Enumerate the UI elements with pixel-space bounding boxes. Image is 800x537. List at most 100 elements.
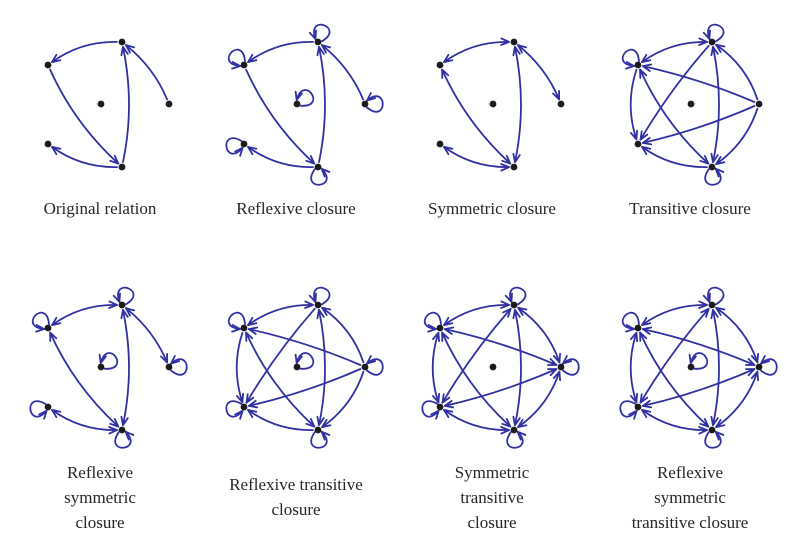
arrowhead	[702, 29, 711, 40]
arrowhead	[443, 316, 454, 326]
arrowhead	[304, 300, 314, 309]
arrowhead	[547, 368, 558, 377]
node-dot-r	[755, 363, 763, 371]
arrowhead	[552, 352, 561, 364]
arrowhead	[501, 155, 512, 165]
arrowhead	[120, 309, 129, 320]
arrowhead	[500, 300, 510, 309]
arrowhead	[700, 307, 710, 318]
edge	[122, 46, 130, 163]
arrowhead	[512, 152, 521, 163]
edge	[49, 331, 120, 428]
edge	[639, 44, 710, 141]
edge	[247, 409, 314, 432]
arrowhead	[294, 353, 303, 364]
arrowhead	[562, 355, 572, 365]
edge	[443, 303, 510, 326]
node-dot-r	[557, 100, 565, 108]
edge	[641, 40, 708, 63]
arrowhead	[247, 316, 258, 326]
edge	[443, 146, 510, 169]
edge	[235, 331, 244, 404]
arrowhead	[501, 418, 512, 428]
arrowhead	[294, 90, 303, 101]
arrowhead	[641, 316, 652, 326]
edge	[51, 146, 118, 169]
self-loop	[31, 311, 50, 330]
arrowhead	[234, 409, 244, 420]
self-loop	[225, 137, 244, 155]
reflexive-closure-diagram	[225, 23, 384, 186]
arrowhead	[112, 292, 121, 303]
edge	[49, 68, 120, 165]
node-dot-ul	[436, 324, 444, 332]
arrowhead	[642, 400, 653, 409]
arrowhead	[642, 326, 653, 335]
self-loop	[621, 48, 640, 67]
arrowhead	[639, 68, 648, 79]
self-loop	[99, 352, 119, 370]
node-dot-ll	[44, 140, 52, 148]
edge	[443, 409, 510, 432]
arrowhead	[699, 155, 710, 165]
graph-cell-reflexive-symmetric-transitive-closure: Reflexive symmetric transitive closure	[592, 255, 788, 537]
arrowhead	[639, 393, 649, 404]
self-loop	[562, 358, 580, 376]
arrowhead	[124, 430, 135, 441]
edge	[441, 307, 512, 404]
edge	[629, 331, 638, 404]
self-loop	[117, 286, 135, 306]
edge	[712, 46, 720, 163]
edge	[514, 46, 522, 163]
arrowhead	[49, 331, 58, 342]
edge	[247, 40, 314, 63]
arrowhead	[512, 46, 521, 57]
node-dot-t	[314, 38, 322, 46]
edge	[641, 409, 708, 432]
graph-label: Transitive closure	[629, 198, 751, 218]
node-dot-r	[361, 100, 369, 108]
self-loop	[313, 286, 331, 306]
arrowhead	[642, 63, 653, 72]
arrowhead	[443, 409, 454, 419]
self-loop	[170, 358, 188, 376]
arrowhead	[234, 146, 244, 157]
arrowhead	[320, 430, 331, 441]
edge	[642, 65, 756, 103]
arrowhead	[441, 393, 451, 404]
node-dot-ll	[240, 140, 248, 148]
edge	[248, 368, 362, 407]
edge	[642, 105, 756, 144]
graph-cell-reflexive-transitive-closure: Reflexive transitive closure	[198, 255, 394, 537]
arrowhead	[441, 331, 450, 342]
arrowhead	[516, 430, 527, 441]
edge	[248, 328, 362, 366]
arrowhead	[714, 167, 725, 178]
node-dot-ll	[634, 140, 642, 148]
arrowhead	[443, 53, 454, 63]
node-dot-t	[118, 301, 126, 309]
reflexive-symmetric-transitive-closure-diagram	[619, 286, 778, 449]
arrowhead	[432, 392, 440, 404]
edge	[715, 306, 759, 364]
self-loop	[366, 95, 384, 113]
self-loop	[295, 89, 315, 107]
edge	[629, 68, 638, 141]
arrowhead	[641, 53, 652, 63]
node-dot-b	[118, 163, 126, 171]
graph-cell-transitive-closure: Transitive closure	[592, 0, 788, 230]
edge	[125, 307, 168, 364]
symmetric-transitive-closure-diagram	[421, 286, 580, 449]
arrowhead	[710, 309, 719, 320]
edge	[51, 409, 118, 432]
node-dot-r	[755, 100, 763, 108]
node-dot-t	[118, 38, 126, 46]
edge	[51, 40, 118, 63]
node-dot-b	[708, 163, 716, 171]
node-dot-ll	[436, 140, 444, 148]
node-dot-ul	[44, 61, 52, 69]
arrowhead	[236, 392, 244, 404]
self-loop	[310, 430, 328, 449]
arrowhead	[443, 146, 454, 156]
